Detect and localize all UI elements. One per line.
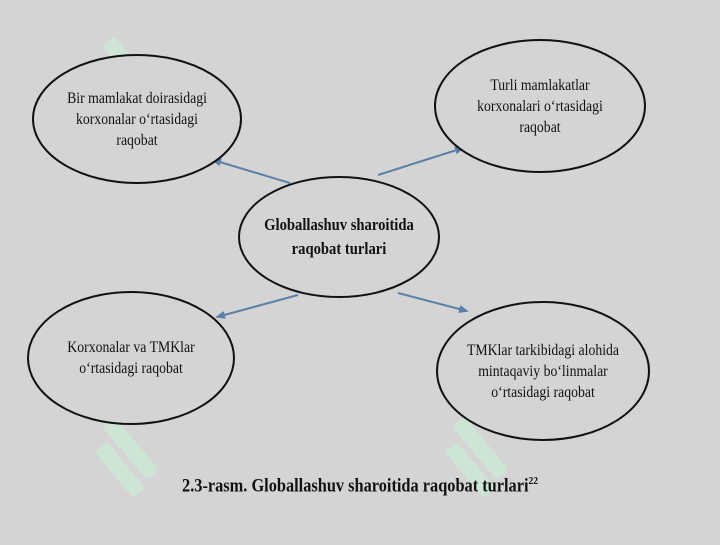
node-ellipse-bottom-left bbox=[27, 291, 235, 425]
node-line: TMKlar tarkibidagi alohida bbox=[466, 341, 620, 359]
arrow-to-bottom-left bbox=[215, 294, 299, 319]
node-line: raqobat bbox=[116, 131, 158, 149]
node-label-top-left: Bir mamlakat doirasidagi korxonalar o‘rt… bbox=[51, 79, 223, 159]
node-label-center: Globallashuv sharoitida raqobat turlari bbox=[262, 205, 417, 269]
node-ellipse-top-left bbox=[32, 54, 242, 184]
node-line: o‘rtasidagi raqobat bbox=[491, 383, 595, 401]
arrow-to-top-left bbox=[211, 158, 291, 184]
figure-caption: 2.3-rasm. Globallashuv sharoitida raqoba… bbox=[136, 475, 583, 497]
node-ellipse-top-right bbox=[434, 39, 646, 173]
node-line: Globallashuv sharoitida bbox=[264, 215, 414, 234]
node-line: Bir mamlakat doirasidagi bbox=[67, 89, 207, 107]
node-line: mintaqaviy bo‘linmalar bbox=[478, 362, 608, 380]
node-line: raqobat turlari bbox=[291, 239, 387, 258]
caption-footnote: 22 bbox=[528, 475, 538, 487]
node-label-bottom-left: Korxonalar va TMKlar o‘rtasidagi raqobat bbox=[45, 328, 217, 388]
node-label-top-right: Turli mamlakatlar korxonalari o‘rtasidag… bbox=[454, 66, 626, 146]
caption-text: 2.3-rasm. Globallashuv sharoitida raqoba… bbox=[182, 475, 529, 497]
node-line: Korxonalar va TMKlar bbox=[67, 339, 195, 356]
node-line: Turli mamlakatlar bbox=[490, 76, 590, 94]
node-label-bottom-right: TMKlar tarkibidagi alohida mintaqaviy bo… bbox=[452, 331, 634, 411]
node-line: korxonalar o‘rtasidagi bbox=[76, 110, 198, 128]
arrow-to-top-right bbox=[377, 146, 465, 176]
arrow-to-bottom-right bbox=[397, 292, 469, 313]
node-line: raqobat bbox=[519, 118, 561, 136]
node-ellipse-center bbox=[238, 176, 440, 298]
node-line: o‘rtasidagi raqobat bbox=[79, 360, 183, 377]
node-line: korxonalari o‘rtasidagi bbox=[477, 97, 603, 115]
node-ellipse-bottom-right bbox=[436, 301, 650, 441]
